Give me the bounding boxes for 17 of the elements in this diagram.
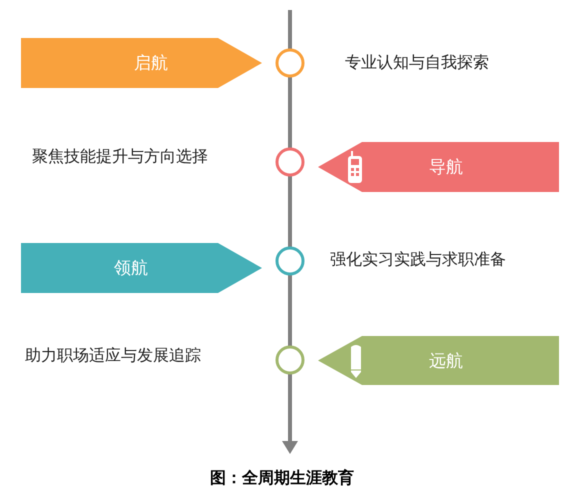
- stage-title: 启航: [134, 52, 168, 74]
- stage-description: 强化实习实践与求职准备: [330, 250, 506, 270]
- stage-description: 助力职场适应与发展追踪: [25, 346, 201, 366]
- timeline-circle: [275, 345, 305, 375]
- arrow-banner: [318, 142, 559, 192]
- arrow-banner: [318, 336, 559, 385]
- timeline-circle: [275, 48, 305, 78]
- figure-caption: 图：全周期生涯教育: [210, 468, 354, 487]
- stage-title: 远航: [429, 350, 463, 372]
- arrow-banner: [21, 38, 262, 88]
- stage-description: 聚焦技能提升与方向选择: [32, 146, 208, 168]
- stage-title: 导航: [429, 156, 463, 178]
- timeline-circle: [275, 246, 305, 276]
- timeline-circle: [275, 147, 305, 177]
- arrow-banner: [21, 243, 262, 293]
- stage-description: 专业认知与自我探索: [345, 52, 489, 74]
- stage-title: 领航: [114, 258, 148, 280]
